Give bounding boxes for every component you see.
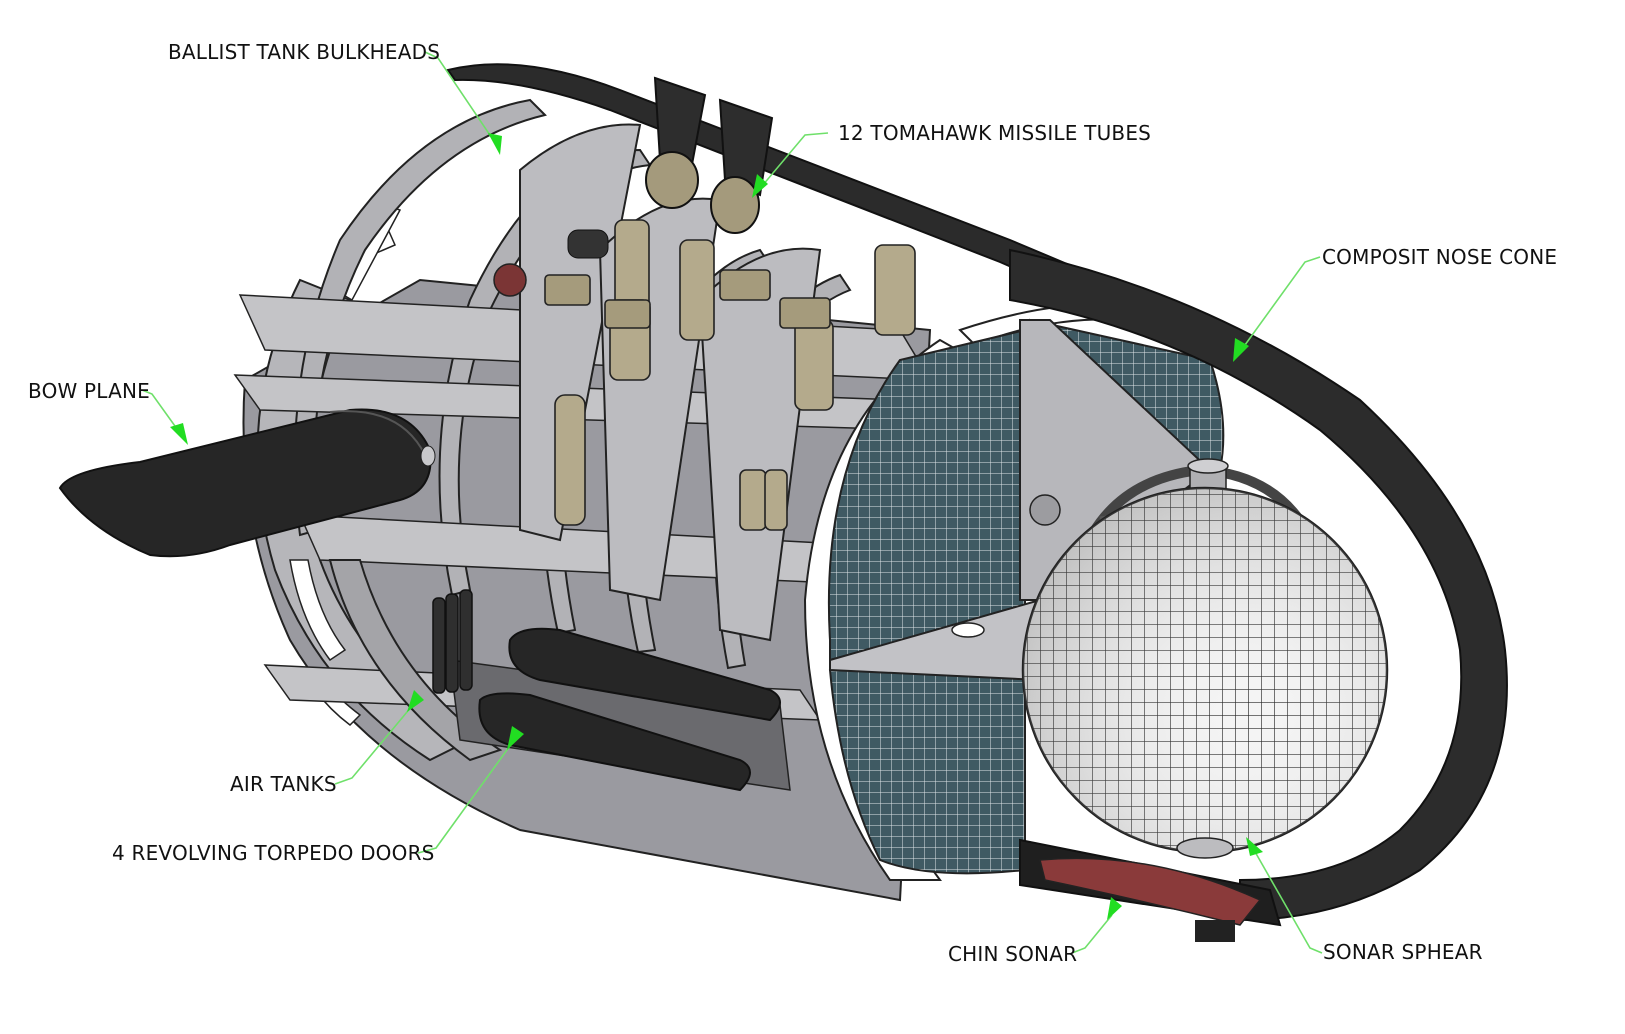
label-bow-plane: BOW PLANE	[28, 379, 150, 403]
label-revolving-torpedo-doors: 4 REVOLVING TORPEDO DOORS	[112, 841, 435, 865]
label-tomahawk-missile-tubes: 12 TOMAHAWK MISSILE TUBES	[838, 121, 1152, 145]
arrowheads	[170, 133, 1263, 920]
forward-bulkhead	[803, 303, 1225, 881]
label-ballast-tank-bulkheads: BALLIST TANK BULKHEADS	[168, 40, 441, 64]
pump	[493, 229, 609, 297]
label-chin-sonar: CHIN SONAR	[948, 942, 1078, 966]
label-composit-nose-cone: COMPOSIT NOSE CONE	[1322, 245, 1558, 269]
air-tanks	[432, 589, 473, 694]
sonar-sphere	[1021, 458, 1389, 859]
label-sonar-sphear: SONAR SPHEAR	[1323, 940, 1483, 964]
missile-tubes	[544, 219, 916, 531]
chin-sonar	[1019, 838, 1282, 942]
bow-plane	[58, 408, 436, 558]
torpedo-doors	[449, 627, 791, 792]
label-air-tanks: AIR TANKS	[230, 772, 337, 796]
missile-hatches	[645, 76, 774, 234]
leader-lines	[141, 51, 1323, 954]
